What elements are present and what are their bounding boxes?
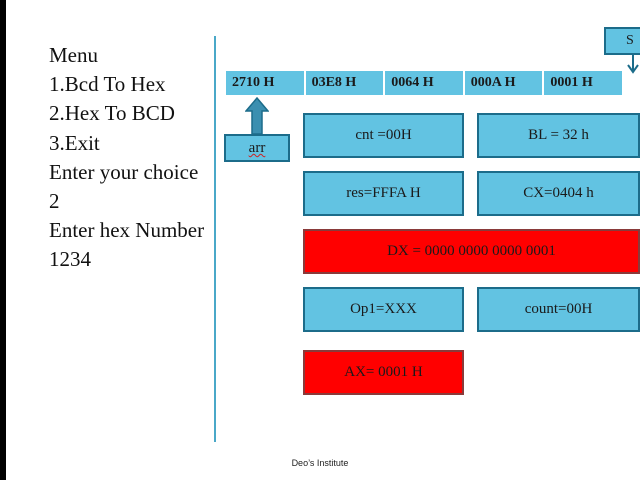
array-cell-3: 000A H bbox=[465, 71, 545, 95]
register-count-value: count=00H bbox=[524, 301, 593, 317]
register-cx: CX=0404 h bbox=[477, 171, 640, 216]
register-op1-value: Op1=XXX bbox=[350, 301, 417, 317]
arr-pointer-up-arrow-icon bbox=[245, 97, 269, 135]
hex-number-value: 1234 bbox=[49, 247, 91, 272]
console-menu: Menu 1.Bcd To Hex 2.Hex To BCD 3.Exit En… bbox=[49, 41, 214, 275]
array-cell-0: 2710 H bbox=[226, 71, 306, 95]
corner-s-box: S bbox=[604, 27, 640, 55]
register-ax-value: AX= 0001 H bbox=[344, 364, 423, 380]
register-op1: Op1=XXX bbox=[303, 287, 464, 332]
menu-title: Menu bbox=[49, 43, 98, 67]
register-cnt-value: cnt =00H bbox=[355, 127, 412, 143]
menu-option-hex-to-bcd: 2.Hex To BCD bbox=[49, 101, 175, 126]
menu-option-exit: 3.Exit bbox=[49, 130, 100, 155]
register-count: count=00H bbox=[477, 287, 640, 332]
choice-prompt: Enter your choice bbox=[49, 159, 199, 184]
choice-value: 2 bbox=[49, 189, 60, 214]
footer-institute: Deo’s Institute bbox=[291, 458, 349, 468]
array-cell-4: 0001 H bbox=[550, 75, 593, 90]
arr-pointer-label: arr bbox=[224, 134, 290, 162]
register-res-value: res=FFFA H bbox=[346, 185, 421, 201]
register-dx-value: DX = 0000 0000 0000 0001 bbox=[387, 243, 556, 259]
corner-s-label: S bbox=[626, 33, 634, 48]
register-cx-value: CX=0404 h bbox=[523, 185, 594, 201]
register-bl-value: BL = 32 h bbox=[528, 127, 589, 143]
register-cnt: cnt =00H bbox=[303, 113, 464, 158]
arr-pointer-text: arr bbox=[248, 140, 266, 156]
register-res: res=FFFA H bbox=[303, 171, 464, 216]
hex-number-prompt: Enter hex Number bbox=[49, 218, 205, 243]
divider-line bbox=[214, 36, 216, 442]
register-dx: DX = 0000 0000 0000 0001 bbox=[303, 229, 640, 274]
array-cell-2: 0064 H bbox=[385, 71, 465, 95]
register-bl: BL = 32 h bbox=[477, 113, 640, 158]
array-strip: 2710 H 03E8 H 0064 H 000A H 0001 H bbox=[226, 71, 622, 95]
corner-down-arrow-icon bbox=[627, 55, 639, 74]
register-ax: AX= 0001 H bbox=[303, 350, 464, 395]
menu-option-bcd-to-hex: 1.Bcd To Hex bbox=[49, 72, 166, 97]
slide-left-edge bbox=[0, 0, 6, 480]
array-cell-1: 03E8 H bbox=[306, 71, 386, 95]
